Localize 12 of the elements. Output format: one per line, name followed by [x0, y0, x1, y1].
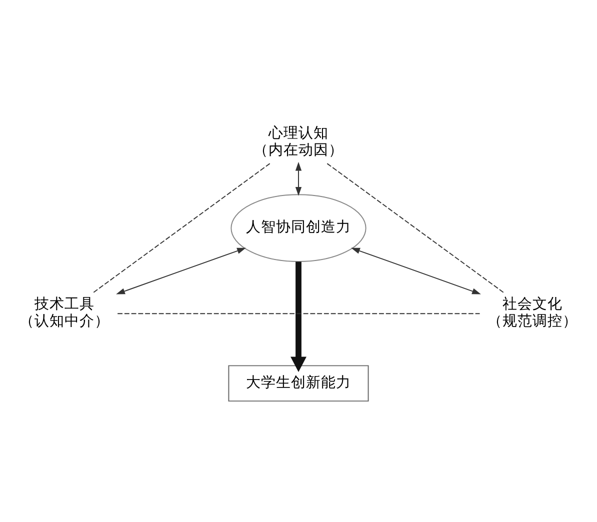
- node-text: 社会文化 （规范调控）: [487, 295, 578, 329]
- connector: [326, 162, 504, 293]
- node-text: 技术工具 （认知中介）: [20, 295, 110, 329]
- arrow: [295, 161, 302, 196]
- arrow: [290, 261, 306, 372]
- node-ellipse: 人智协同创造力: [230, 194, 366, 262]
- connector: [117, 312, 480, 314]
- node-box: 大学生创新能力: [228, 364, 369, 402]
- arrow: [116, 247, 246, 294]
- connector: [92, 162, 270, 293]
- arrow: [351, 247, 481, 294]
- node-text: 心理认知 （内在动因）: [254, 124, 344, 158]
